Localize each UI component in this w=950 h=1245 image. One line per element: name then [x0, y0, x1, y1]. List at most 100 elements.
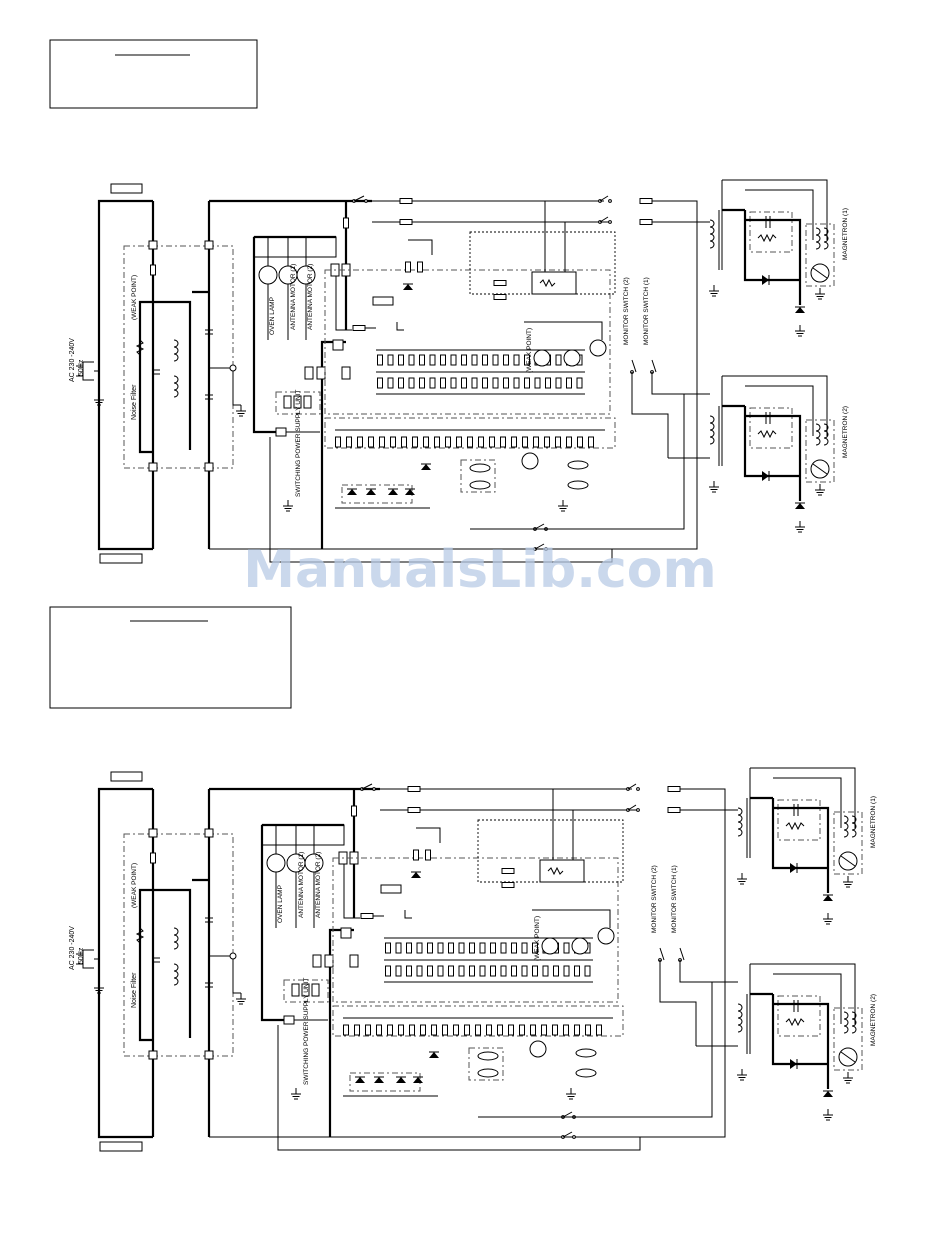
relay-driver — [482, 354, 488, 366]
noise-filter-outline — [123, 245, 234, 469]
opto-led — [355, 1077, 365, 1083]
magnetron-2-label: MAGNETRON (2) — [842, 406, 849, 458]
power-cord — [97, 199, 153, 551]
relay-driver — [532, 965, 538, 977]
relay-driver — [406, 942, 412, 954]
driver-resistor — [456, 436, 462, 448]
relay-driver — [500, 942, 507, 954]
driver-resistor — [555, 436, 561, 448]
relay-driver — [555, 354, 562, 366]
switching-power-supply-label: SWITCHING POWER SUPPLY UNIT — [295, 390, 302, 497]
relay-coil — [360, 913, 374, 919]
sensor-weak-point-label: (WEAK POINT) — [526, 328, 533, 373]
relay-driver — [448, 965, 454, 977]
control-board-outline — [324, 269, 611, 415]
return-bus — [209, 788, 726, 1138]
sensor — [541, 937, 559, 955]
relay-driver — [450, 354, 457, 366]
driver-resistor — [486, 1024, 492, 1036]
driver-resistor — [354, 1024, 360, 1036]
hv-rectifier — [823, 895, 833, 901]
relay-driver — [406, 965, 412, 977]
magnetron-element — [840, 1051, 856, 1063]
relay-driver — [437, 942, 444, 954]
door-switch-wire — [277, 1025, 641, 1151]
filter-resistor — [135, 927, 145, 944]
magnetron-1-label: MAGNETRON (1) — [842, 208, 849, 260]
supply-frequency-label: 50Hz — [78, 947, 85, 964]
return-bus — [209, 200, 698, 550]
driver-resistor — [412, 436, 418, 448]
relay-driver — [387, 377, 394, 389]
relay-driver — [553, 965, 559, 977]
terminal — [148, 828, 158, 838]
hv-wire — [745, 218, 802, 305]
relay-driver — [479, 965, 486, 977]
sensor-weak-point-label: (WEAK POINT) — [534, 916, 541, 961]
relay-driver — [408, 354, 415, 366]
filter-choke — [173, 339, 179, 362]
driver-resistor — [511, 436, 517, 448]
thermistor — [477, 1068, 499, 1078]
relay-driver — [398, 354, 404, 366]
relay-contact — [332, 339, 344, 351]
driver-resistor — [420, 1024, 426, 1036]
terminal — [204, 1050, 214, 1060]
relay-switch — [599, 216, 609, 223]
door-switch-wire — [269, 437, 613, 563]
relay-driver — [542, 965, 549, 977]
filter-choke — [173, 375, 179, 398]
plug-symbol — [82, 361, 94, 381]
relay-contact — [312, 954, 322, 968]
earth-terminal — [229, 364, 237, 372]
driver-resistor — [574, 1024, 580, 1036]
power-cord — [97, 787, 153, 1139]
hv-capacitor-outline — [749, 407, 793, 449]
relay-wire — [335, 276, 352, 331]
noise-filter-weak-point-label: (WEAK POINT) — [131, 863, 138, 908]
relay-driver — [532, 942, 538, 954]
hv-rectifier — [795, 503, 805, 509]
noise-filter-weak-point-label: (WEAK POINT) — [131, 275, 138, 320]
relay-driver — [458, 965, 465, 977]
thermistor — [477, 1051, 499, 1061]
driver-resistor — [401, 436, 407, 448]
thermal-fuse — [343, 217, 349, 229]
hv-wire — [750, 963, 856, 1024]
supply-voltage-label: AC 230 -240V — [69, 926, 76, 970]
hv-wire — [745, 189, 814, 240]
relay-driver — [427, 965, 433, 977]
relay-driver — [448, 942, 454, 954]
driver-resistor — [423, 436, 429, 448]
driver-resistor — [519, 1024, 525, 1036]
driver-resistor — [453, 1024, 459, 1036]
filter-choke — [173, 927, 179, 950]
driver-resistor — [387, 1024, 393, 1036]
relay-driver — [545, 377, 551, 389]
monitor-wire — [651, 372, 710, 395]
sensor — [589, 339, 607, 357]
magnetron-2-label: MAGNETRON (2) — [870, 994, 877, 1046]
relay-wire — [396, 322, 404, 331]
driver-resistor — [489, 436, 495, 448]
relay-driver — [416, 965, 423, 977]
sensor — [571, 937, 589, 955]
monitor-switch-2 — [659, 947, 665, 961]
thermistor — [575, 1068, 597, 1078]
supply-terminal — [311, 983, 320, 997]
relay-contact — [324, 954, 334, 968]
monitor-switch-2 — [631, 359, 637, 373]
resistor — [380, 884, 402, 894]
driver-resistor — [442, 1024, 448, 1036]
driver-resistor — [475, 1024, 481, 1036]
hv-wire — [743, 406, 800, 478]
thermistor — [567, 480, 589, 490]
magnetron-filament-choke — [823, 423, 829, 446]
terminal — [148, 1050, 158, 1060]
relay-driver — [419, 354, 425, 366]
door-switch — [353, 195, 365, 202]
relay-switch — [627, 783, 637, 790]
driver-resistor — [585, 1024, 591, 1036]
monitor-wire — [631, 372, 669, 458]
relay-wire — [416, 827, 441, 843]
